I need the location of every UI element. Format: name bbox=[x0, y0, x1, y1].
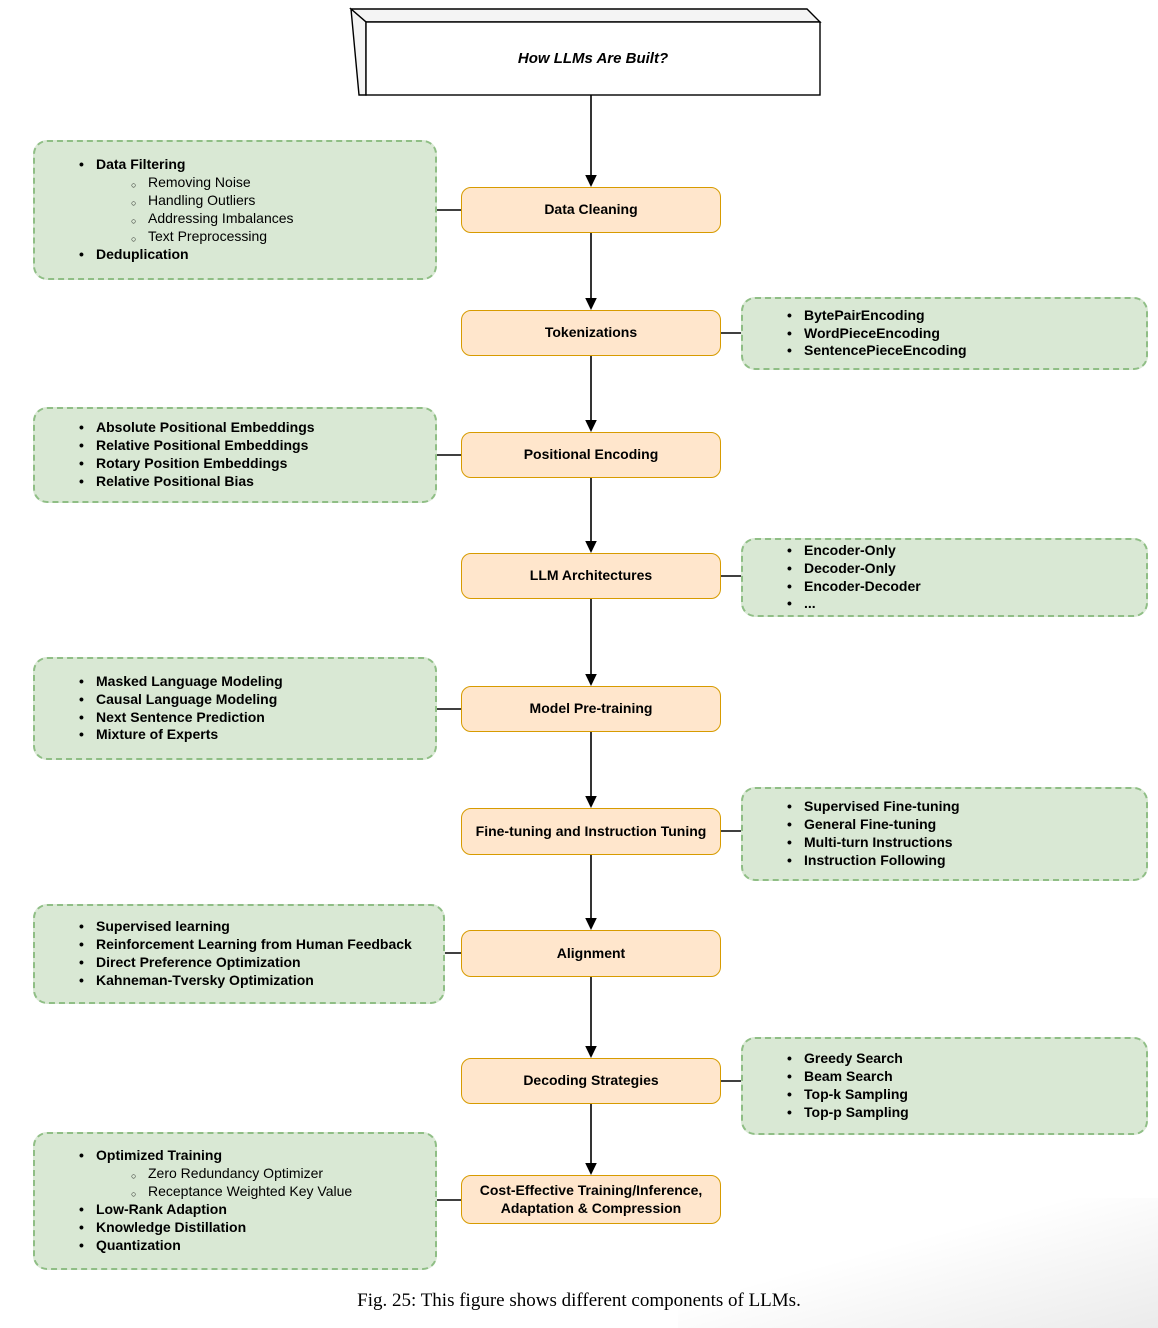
diagram-title: How LLMs Are Built? bbox=[517, 50, 669, 67]
process-box-decoding-strategies: Decoding Strategies bbox=[461, 1058, 721, 1104]
note-item: Receptance Weighted Key Value bbox=[131, 1183, 352, 1203]
note-item: Data Filtering bbox=[79, 156, 294, 174]
note-llm-architectures: Encoder-OnlyDecoder-OnlyEncoder-Decoder.… bbox=[741, 538, 1148, 617]
process-box-model-pre-training: Model Pre-training bbox=[461, 686, 721, 732]
note-fine-tuning: Supervised Fine-tuningGeneral Fine-tunin… bbox=[741, 787, 1148, 881]
note-data-cleaning: Data FilteringRemoving NoiseHandling Out… bbox=[33, 140, 437, 280]
note-item: Encoder-Decoder bbox=[787, 578, 921, 596]
note-item: Removing Noise bbox=[131, 174, 294, 194]
note-list: Optimized TrainingZero Redundancy Optimi… bbox=[35, 1147, 364, 1254]
note-list: BytePairEncodingWordPieceEncodingSentenc… bbox=[743, 307, 979, 361]
note-item: Rotary Position Embeddings bbox=[79, 455, 315, 473]
note-list: Encoder-OnlyDecoder-OnlyEncoder-Decoder.… bbox=[743, 542, 933, 614]
note-item: Relative Positional Bias bbox=[79, 473, 315, 491]
note-item: Causal Language Modeling bbox=[79, 691, 283, 709]
note-item: Instruction Following bbox=[787, 852, 960, 870]
note-tokenizations: BytePairEncodingWordPieceEncodingSentenc… bbox=[741, 297, 1148, 370]
note-item: Optimized Training bbox=[79, 1147, 352, 1165]
note-item: Encoder-Only bbox=[787, 542, 921, 560]
note-item: WordPieceEncoding bbox=[787, 325, 967, 343]
note-item: Handling Outliers bbox=[131, 192, 294, 212]
figure-caption: Fig. 25: This figure shows different com… bbox=[357, 1290, 801, 1311]
note-item: Reinforcement Learning from Human Feedba… bbox=[79, 936, 412, 954]
note-item: Multi-turn Instructions bbox=[787, 834, 960, 852]
note-item: BytePairEncoding bbox=[787, 307, 967, 325]
note-item: Greedy Search bbox=[787, 1050, 909, 1068]
note-list: Absolute Positional EmbeddingsRelative P… bbox=[35, 419, 327, 491]
note-model-pre-training: Masked Language ModelingCausal Language … bbox=[33, 657, 437, 760]
note-list: Greedy SearchBeam SearchTop-k SamplingTo… bbox=[743, 1050, 921, 1122]
process-box-fine-tuning: Fine-tuning and Instruction Tuning bbox=[461, 808, 721, 855]
note-list: Data FilteringRemoving NoiseHandling Out… bbox=[35, 156, 306, 263]
note-item: Supervised Fine-tuning bbox=[787, 798, 960, 816]
note-item: Deduplication bbox=[79, 246, 294, 264]
note-positional-encoding: Absolute Positional EmbeddingsRelative P… bbox=[33, 407, 437, 503]
note-item: Mixture of Experts bbox=[79, 726, 283, 744]
note-cost-effective: Optimized TrainingZero Redundancy Optimi… bbox=[33, 1132, 437, 1270]
note-item: SentencePieceEncoding bbox=[787, 342, 967, 360]
note-item: Text Preprocessing bbox=[131, 228, 294, 248]
process-box-data-cleaning: Data Cleaning bbox=[461, 187, 721, 233]
process-box-positional-encoding: Positional Encoding bbox=[461, 432, 721, 478]
note-item: Top-p Sampling bbox=[787, 1104, 909, 1122]
process-box-llm-architectures: LLM Architectures bbox=[461, 553, 721, 599]
note-item: Knowledge Distillation bbox=[79, 1219, 352, 1237]
note-item: Quantization bbox=[79, 1237, 352, 1255]
note-item: Low-Rank Adaption bbox=[79, 1201, 352, 1219]
process-box-cost-effective: Cost-Effective Training/Inference, Adapt… bbox=[461, 1175, 721, 1224]
note-item: Zero Redundancy Optimizer bbox=[131, 1165, 352, 1185]
process-box-alignment: Alignment bbox=[461, 930, 721, 977]
note-item: Addressing Imbalances bbox=[131, 210, 294, 230]
note-item: Relative Positional Embeddings bbox=[79, 437, 315, 455]
note-item: Decoder-Only bbox=[787, 560, 921, 578]
note-decoding-strategies: Greedy SearchBeam SearchTop-k SamplingTo… bbox=[741, 1037, 1148, 1135]
note-list: Supervised learningReinforcement Learnin… bbox=[35, 918, 424, 990]
note-item: Next Sentence Prediction bbox=[79, 709, 283, 727]
note-alignment: Supervised learningReinforcement Learnin… bbox=[33, 904, 445, 1004]
note-item: Absolute Positional Embeddings bbox=[79, 419, 315, 437]
note-item: Kahneman-Tversky Optimization bbox=[79, 972, 412, 990]
note-item: General Fine-tuning bbox=[787, 816, 960, 834]
note-item: ... bbox=[787, 595, 921, 613]
process-box-tokenizations: Tokenizations bbox=[461, 310, 721, 356]
note-list: Masked Language ModelingCausal Language … bbox=[35, 673, 295, 745]
note-list: Supervised Fine-tuningGeneral Fine-tunin… bbox=[743, 798, 972, 870]
note-item: Supervised learning bbox=[79, 918, 412, 936]
note-item: Direct Preference Optimization bbox=[79, 954, 412, 972]
note-item: Beam Search bbox=[787, 1068, 909, 1086]
note-item: Top-k Sampling bbox=[787, 1086, 909, 1104]
note-item: Masked Language Modeling bbox=[79, 673, 283, 691]
